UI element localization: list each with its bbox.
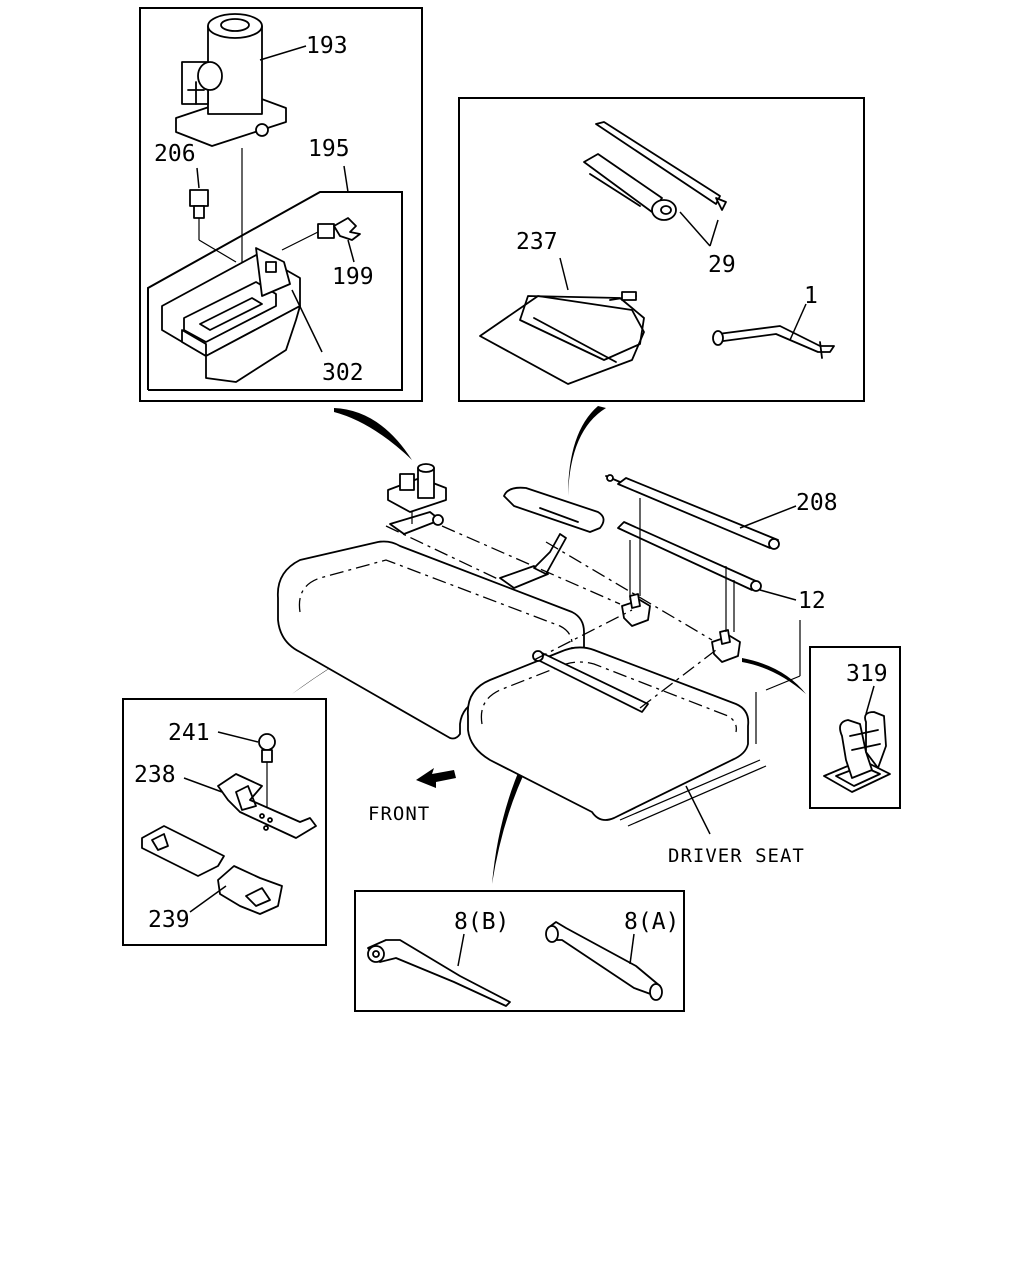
label-8b: 8(B) (454, 909, 509, 935)
label-206: 206 (154, 141, 196, 167)
label-302: 302 (322, 360, 364, 386)
bolt-206 (189, 189, 237, 263)
label-238: 238 (134, 762, 176, 788)
label-237: 237 (516, 229, 558, 255)
wrench-8a (545, 921, 663, 1001)
handle-1 (712, 325, 835, 359)
bar-lower (532, 650, 649, 713)
bolt-241 (258, 733, 276, 818)
label-239: 239 (148, 907, 190, 933)
label-1: 1 (804, 283, 818, 309)
wrench-8b (367, 939, 511, 1007)
tool-bag-237 (479, 291, 645, 385)
label-193: 193 (306, 33, 348, 59)
screwdriver-29 (583, 121, 727, 221)
label-29: 29 (708, 252, 736, 278)
front-arrow-icon (416, 768, 456, 788)
wrench-detail-panel: 8(B) 8(A) (354, 890, 685, 1012)
label-319: 319 (846, 661, 888, 687)
jack-detail-panel: 193 206 195 199 302 (139, 7, 423, 402)
label-8a: 8(A) (624, 909, 679, 935)
bracket-detail-panel: 241 238 239 (122, 698, 327, 946)
jack-mounted (387, 463, 447, 535)
bracket-238 (217, 773, 317, 839)
tool-bag-mounted (503, 486, 605, 533)
strap-239 (141, 825, 283, 915)
bar-208 (605, 474, 780, 550)
clip-right (711, 629, 741, 663)
label-199: 199 (332, 264, 374, 290)
bar-12 (617, 521, 762, 592)
driver-seat-caption: DRIVER SEAT (668, 845, 805, 867)
clip-detail-panel: 319 (809, 646, 901, 809)
bracket-mounted (499, 533, 567, 589)
label-12: 12 (798, 588, 826, 614)
label-208: 208 (796, 490, 838, 516)
label-241: 241 (168, 720, 210, 746)
seat-assembly: 208 12 FRONT DRIVER SEAT (277, 463, 838, 867)
jack-illustration (175, 13, 287, 320)
label-195: 195 (308, 136, 350, 162)
tools-detail-panel: 237 29 1 (458, 97, 865, 402)
wing-bolt-199 (281, 217, 361, 251)
clip-319 (823, 711, 891, 793)
clip-left (621, 593, 651, 627)
front-caption: FRONT (368, 803, 430, 825)
jack-tray-302 (161, 247, 301, 383)
